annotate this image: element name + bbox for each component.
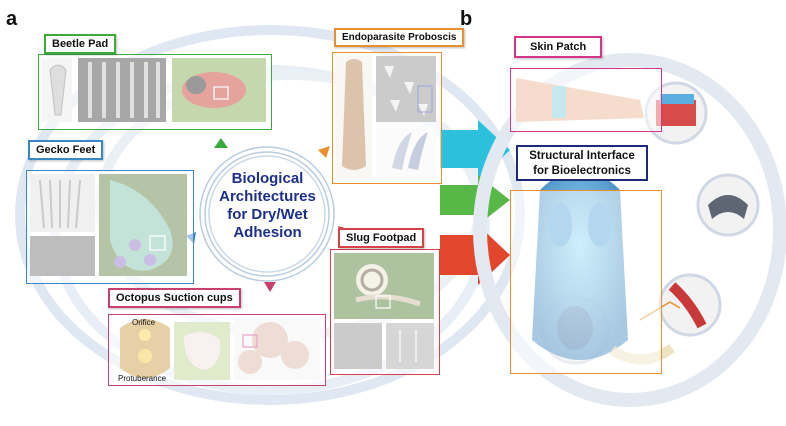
- interface-line2: for Bioelectronics: [533, 165, 631, 177]
- center-title-line2: Architectures: [219, 188, 316, 205]
- panel-label-b: b: [460, 8, 473, 30]
- arrow-to-endoparasite: [318, 146, 330, 158]
- structural-interface-box: Structural Interface for Bioelectronics: [516, 145, 648, 181]
- center-title: Biological Architectures for Dry/Wet Adh…: [205, 170, 330, 242]
- beetle-frame: [38, 54, 272, 130]
- center-rings: [199, 146, 335, 282]
- gecko-feet-label: Gecko Feet: [28, 140, 104, 160]
- arrow-to-beetle: [214, 138, 228, 148]
- center-title-line3: for Dry/Wet: [227, 206, 308, 223]
- body-frame: [510, 190, 662, 374]
- endoparasite-frame: [332, 52, 442, 184]
- arrow-to-octopus: [264, 282, 276, 292]
- orifice-label: Orifice: [132, 318, 156, 327]
- slug-frame: [330, 249, 440, 375]
- gecko-frame: [26, 170, 194, 284]
- octopus-frame: [108, 314, 326, 386]
- protuberance-label: Protuberance: [118, 374, 167, 383]
- skin-patch-label: Skin Patch: [514, 36, 603, 58]
- center-title-line4: Adhesion: [233, 224, 302, 241]
- center-title-line1: Biological: [231, 170, 304, 187]
- beetle-pad-label: Beetle Pad: [44, 34, 117, 54]
- arrow-green: [440, 175, 510, 225]
- endoparasite-label: Endoparasite Proboscis: [334, 28, 465, 47]
- interface-line1: Structural Interface: [529, 150, 635, 162]
- slug-footpad-label: Slug Footpad: [338, 228, 425, 248]
- octopus-label: Octopus Suction cups: [108, 288, 241, 308]
- panel-label-a: a: [6, 8, 18, 30]
- skin-patch-frame: [510, 68, 662, 132]
